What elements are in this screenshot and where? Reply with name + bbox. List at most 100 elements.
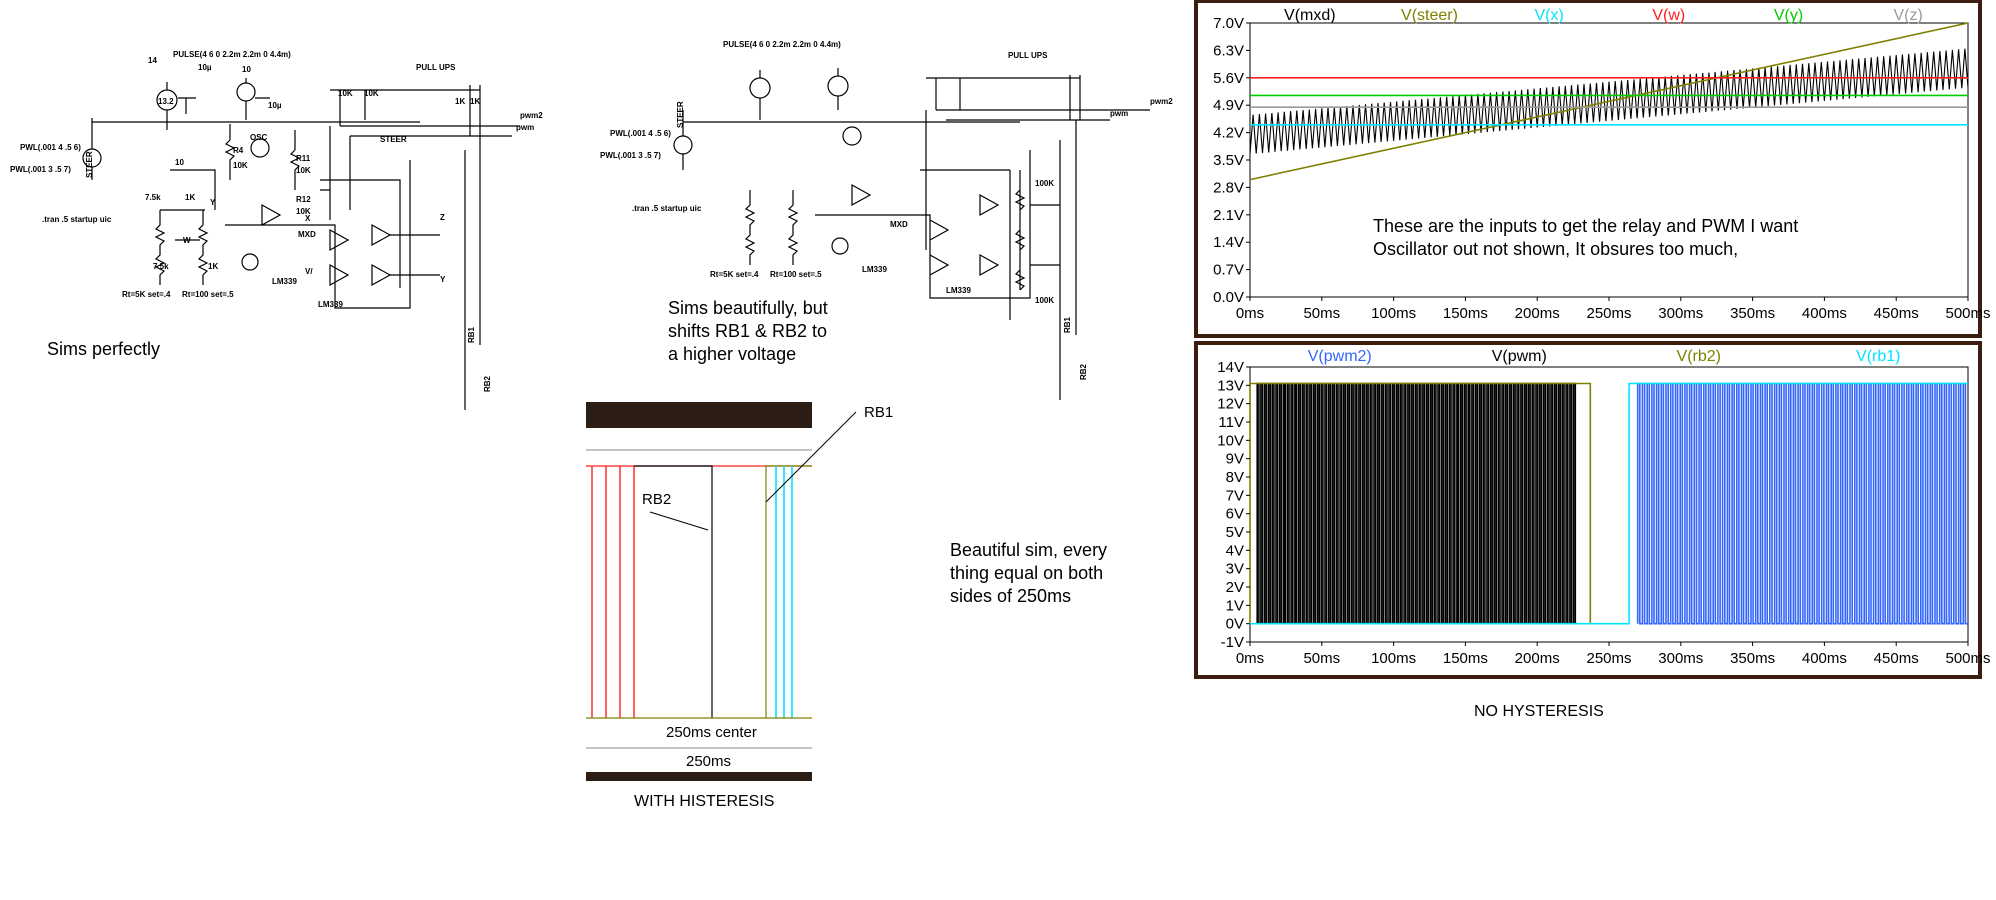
r11-label: R11 xyxy=(296,154,311,163)
plot1-series xyxy=(1249,22,1969,181)
p1-series-v-mxd xyxy=(1249,48,1969,155)
lm339-label-2: LM339 xyxy=(318,300,343,309)
p2-ytick-label: 2V xyxy=(1226,579,1244,596)
r11-value: 10K xyxy=(296,166,311,175)
p1-xtick-label: 200ms xyxy=(1515,305,1560,322)
rt2-label: Rt=100 set=.5 xyxy=(182,290,234,299)
schematic-2-wires xyxy=(673,68,1150,400)
rt2-label-2: Rt=100 set=.5 xyxy=(770,270,822,279)
p2-ytick-label: 14V xyxy=(1217,359,1244,376)
p2-xtick-label: 150ms xyxy=(1443,650,1488,667)
r12-label: R12 xyxy=(296,195,311,204)
p1-xtick-label: 450ms xyxy=(1874,305,1919,322)
lm339-label-4: LM339 xyxy=(946,286,971,295)
steer-label: STEER xyxy=(85,151,94,178)
p2-legend-v-pwm2: V(pwm2) xyxy=(1308,348,1372,365)
steer-label-3: STEER xyxy=(676,101,685,128)
p1-xtick-label: 400ms xyxy=(1802,305,1847,322)
p1-ytick-label: 7.0V xyxy=(1213,15,1244,32)
zoom-cyan-pulses xyxy=(775,466,793,718)
rb2-label-2: RB2 xyxy=(1079,363,1088,380)
caption-with-histeresis: WITH HISTERESIS xyxy=(634,793,775,810)
p2-xtick-label: 350ms xyxy=(1730,650,1775,667)
plot1-chart: 0.0V0.7V1.4V2.1V2.8V3.5V4.2V4.9V5.6V6.3V… xyxy=(1198,3,1991,334)
p2-xtick-label: 300ms xyxy=(1658,650,1703,667)
r10k-a: 10K xyxy=(338,89,353,98)
schematic-1-labels: PULSE(4 6 0 2.2m 2.2m 0 4.4m) PULL UPS S… xyxy=(10,50,543,392)
p1-legend-v-w: V(w) xyxy=(1652,7,1685,24)
zoom-axis-label: 250ms xyxy=(686,753,731,770)
r1k-a: 1K xyxy=(455,97,465,106)
p2-xtick-label: 250ms xyxy=(1586,650,1631,667)
rb1-pointer xyxy=(765,411,857,503)
plot1-ticks: 0.0V0.7V1.4V2.1V2.8V3.5V4.2V4.9V5.6V6.3V… xyxy=(1213,15,1990,322)
r12-value: 10K xyxy=(296,207,311,216)
p1-xtick-label: 150ms xyxy=(1443,305,1488,322)
pull-ups-label-2: PULL UPS xyxy=(1008,51,1048,60)
rb1-label-2: RB1 xyxy=(1063,316,1072,333)
plot2-chart: -1V0V1V2V3V4V5V6V7V8V9V10V11V12V13V14V0m… xyxy=(1198,345,1991,675)
p2-series-v-pwm2 xyxy=(1636,382,1968,625)
schematic-1-wires xyxy=(82,78,520,410)
p2-legend-v-rb1: V(rb1) xyxy=(1856,348,1900,365)
note-sims-beautifully: Sims beautifully, but shifts RB1 & RB2 t… xyxy=(668,298,828,364)
v132-label: 13.2 xyxy=(158,97,174,106)
tran-label: .tran .5 startup uic xyxy=(42,215,112,224)
pwl2-label: PWL(.001 3 .5 7) xyxy=(10,165,71,174)
rb2-pointer xyxy=(649,511,709,531)
p2-xtick-label: 200ms xyxy=(1515,650,1560,667)
p2-xtick-label: 450ms xyxy=(1874,650,1919,667)
p1-ytick-label: 4.2V xyxy=(1213,125,1244,142)
p1-xtick-label: 350ms xyxy=(1730,305,1775,322)
mxd-label: MXD xyxy=(298,230,316,239)
y-label: Y xyxy=(440,275,446,284)
r1k-c: 1K xyxy=(185,193,195,202)
p2-series-v-rb2 xyxy=(1249,382,1592,624)
p2-xtick-label: 0ms xyxy=(1236,650,1264,667)
p2-series-v-rb1 xyxy=(1250,382,1968,625)
zoom-bottom-bar xyxy=(586,772,812,781)
pwm-label-2: pwm xyxy=(1110,109,1128,118)
p2-ytick-label: 7V xyxy=(1226,487,1244,504)
note-sims-perfectly: Sims perfectly xyxy=(47,339,161,359)
x-label: X xyxy=(305,214,311,223)
p2-ytick-label: 12V xyxy=(1217,396,1244,413)
p2-ytick-label: 0V xyxy=(1226,616,1244,633)
r1k-b: 1K xyxy=(470,97,480,106)
p2-xtick-label: 50ms xyxy=(1303,650,1340,667)
lm339-label-3: LM339 xyxy=(862,265,887,274)
p1-ytick-label: 2.8V xyxy=(1213,179,1244,196)
p1-xtick-label: 500ms xyxy=(1945,305,1990,322)
r100k-a: 100K xyxy=(1035,179,1054,188)
pulse-label: PULSE(4 6 0 2.2m 2.2m 0 4.4m) xyxy=(173,50,291,59)
osc-label: OSC xyxy=(250,133,268,142)
r4-label: R4 xyxy=(233,146,244,155)
zoom-rb2-label: RB2 xyxy=(642,491,671,508)
p1-xtick-label: 50ms xyxy=(1303,305,1340,322)
p1-legend-v-steer: V(steer) xyxy=(1401,7,1458,24)
note-beautiful-sim: Beautiful sim, every thing equal on both… xyxy=(950,540,1108,606)
r10k-b: 10K xyxy=(364,89,379,98)
p2-ytick-label: 5V xyxy=(1226,524,1244,541)
steer-label-2: STEER xyxy=(380,135,407,144)
rb2-label: RB2 xyxy=(483,375,492,392)
zoom-plot: RB2 250ms center 250ms xyxy=(586,402,857,781)
cap2-label: 10µ xyxy=(268,101,282,110)
p1-series-v-steer xyxy=(1249,22,1969,181)
pwl1-label-2: PWL(.001 4 .5 6) xyxy=(610,129,671,138)
pwl1-label: PWL(.001 4 .5 6) xyxy=(20,143,81,152)
p2-legend-v-pwm: V(pwm) xyxy=(1492,348,1547,365)
mxd-label-2: MXD xyxy=(890,220,908,229)
zoom-top-bar xyxy=(586,402,812,428)
p2-ytick-label: 3V xyxy=(1226,561,1244,578)
r10-label: 10 xyxy=(175,158,184,167)
p2-ytick-label: 10V xyxy=(1217,432,1244,449)
lm339-label: LM339 xyxy=(272,277,297,286)
p2-ytick-label: -1V xyxy=(1221,634,1244,651)
pwm2-label-2: pwm2 xyxy=(1150,97,1173,106)
p1-ytick-label: 0.0V xyxy=(1213,289,1244,306)
y-label-2: Y xyxy=(210,198,216,207)
p1-legend-v-y: V(y) xyxy=(1774,7,1803,24)
r75k-a: 7.5k xyxy=(145,193,161,202)
pwl2-label-2: PWL(.001 3 .5 7) xyxy=(600,151,661,160)
